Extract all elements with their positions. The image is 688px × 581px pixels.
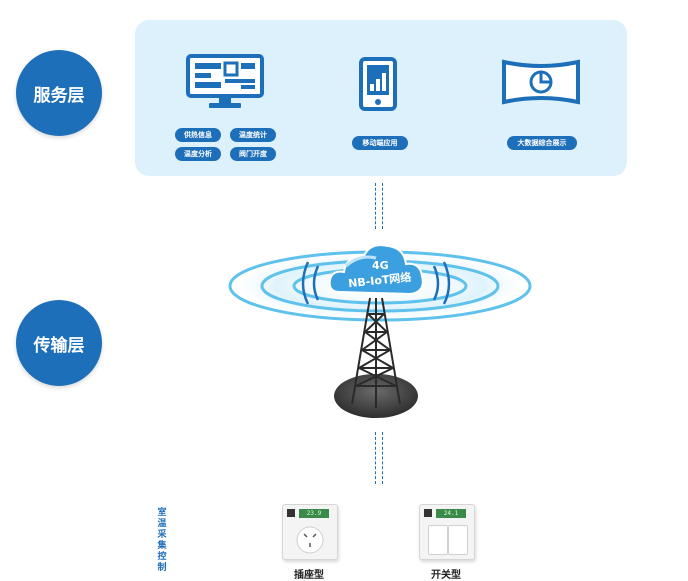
network-label-4g: 4G bbox=[372, 259, 389, 272]
tag-temperature-stats: 温度统计 bbox=[230, 128, 276, 142]
room-temp-label: 室温采集控制 bbox=[157, 508, 167, 573]
switch-button-right bbox=[448, 525, 468, 555]
socket-outlet-icon bbox=[296, 526, 324, 554]
network-tower-illustration bbox=[228, 244, 532, 418]
monitor-icon bbox=[186, 54, 264, 108]
device-display: 23.9 bbox=[299, 509, 329, 518]
switch-device-label: 开关型 bbox=[431, 570, 461, 581]
connector-line bbox=[382, 432, 383, 484]
connector-line bbox=[382, 183, 383, 229]
tag-temperature-analysis: 温度分析 bbox=[175, 147, 221, 161]
wave-right bbox=[442, 261, 451, 305]
big-screen-icon bbox=[502, 59, 580, 105]
cloud-icon bbox=[328, 244, 424, 296]
wave-left bbox=[312, 265, 320, 301]
device-display: 24.1 bbox=[436, 509, 466, 518]
tag-heating-info: 供热信息 bbox=[175, 128, 221, 142]
wave-right bbox=[432, 265, 440, 301]
socket-device: 23.9 bbox=[282, 504, 338, 560]
switch-device: 24.1 bbox=[419, 504, 475, 560]
tower-lattice bbox=[351, 297, 401, 408]
tag-valve-opening: 阀门开度 bbox=[230, 147, 276, 161]
switch-button-left bbox=[428, 525, 448, 555]
tag-mobile-app: 移动端应用 bbox=[352, 136, 408, 150]
service-layer-badge: 服务层 bbox=[16, 50, 102, 136]
qr-code-icon bbox=[424, 509, 432, 517]
connector-line bbox=[375, 183, 376, 229]
transport-layer-badge: 传输层 bbox=[16, 300, 102, 386]
tag-bigdata-display: 大数据综合展示 bbox=[507, 136, 577, 150]
qr-code-icon bbox=[287, 509, 295, 517]
service-panel: 供热信息 温度统计 温度分析 阀门开度 移动端应用 大数据综合展示 bbox=[135, 20, 627, 176]
socket-device-label: 插座型 bbox=[294, 570, 324, 581]
tablet-icon bbox=[359, 57, 397, 111]
wave-left bbox=[301, 261, 310, 305]
connector-line bbox=[375, 432, 376, 484]
